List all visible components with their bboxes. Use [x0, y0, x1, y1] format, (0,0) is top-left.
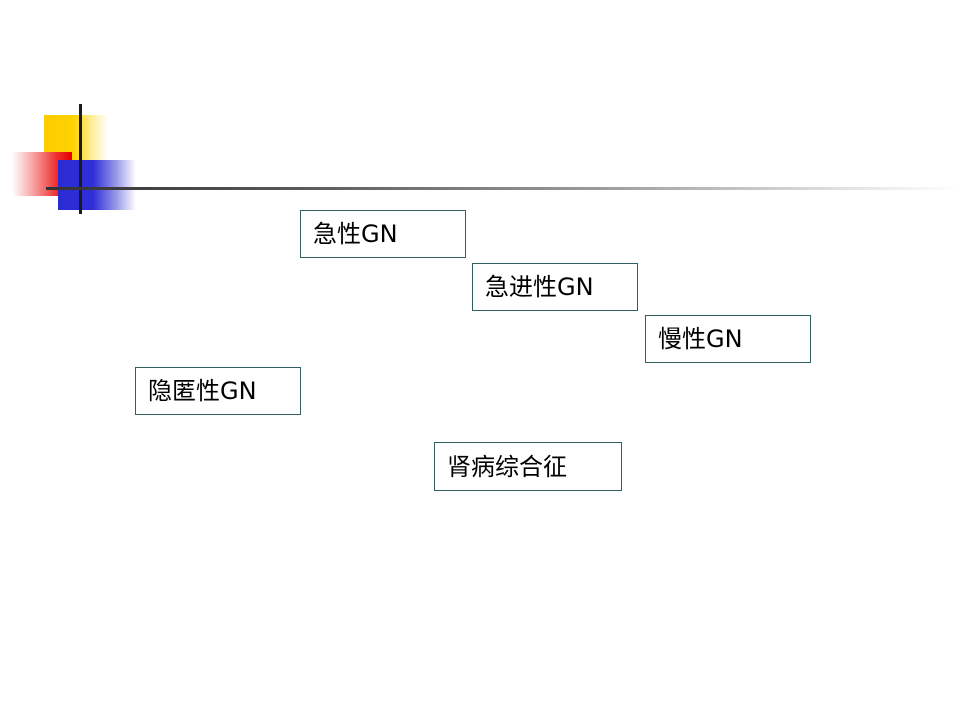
rapidly-progressive-gn-box: 急进性GN	[472, 263, 638, 311]
chronic-gn-label: 慢性GN	[658, 325, 743, 353]
acute-gn-label: 急性GN	[313, 220, 398, 248]
acute-gn-box: 急性GN	[300, 210, 466, 258]
decor-vertical-line	[79, 104, 82, 214]
decor-blue-square	[58, 160, 136, 210]
nephrotic-syndrome-box: 肾病综合征	[434, 442, 622, 491]
chronic-gn-box: 慢性GN	[645, 315, 811, 363]
latent-gn-label: 隐匿性GN	[148, 377, 257, 405]
latent-gn-box: 隐匿性GN	[135, 367, 301, 415]
rapidly-progressive-gn-label: 急进性GN	[485, 273, 594, 301]
nephrotic-syndrome-label: 肾病综合征	[447, 452, 567, 481]
title-divider-line	[46, 187, 960, 190]
